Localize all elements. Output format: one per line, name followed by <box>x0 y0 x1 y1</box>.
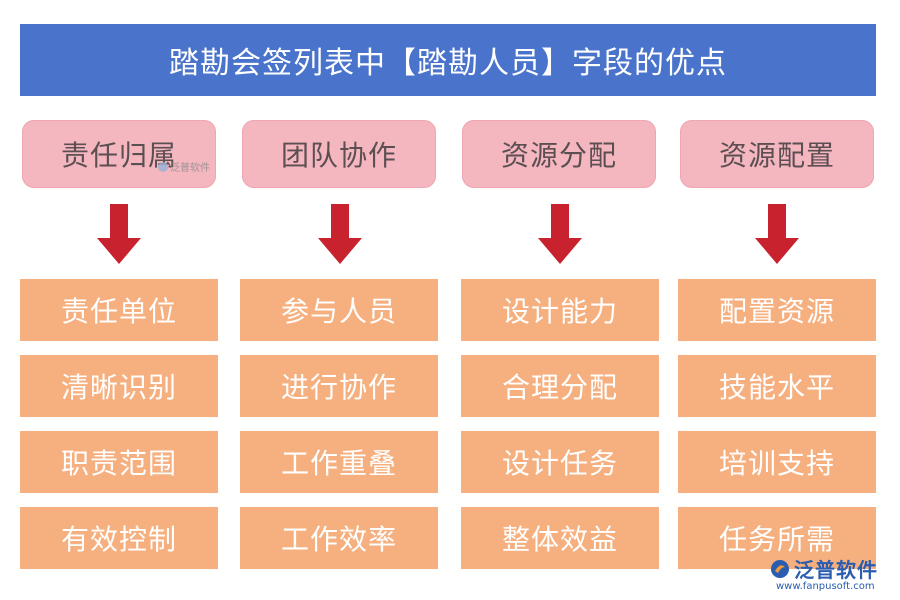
watermark-logo-icon <box>158 161 168 172</box>
item-label: 参与人员 <box>280 295 397 328</box>
item-label: 配置资源 <box>718 295 835 328</box>
item-box-4-3: 培训支持 <box>678 431 876 493</box>
header-label-2: 团队协作 <box>280 139 397 172</box>
brand-url: www.fanpusoft.com <box>776 581 875 592</box>
item-label: 设计任务 <box>501 447 618 480</box>
item-box-4-2: 技能水平 <box>678 355 876 417</box>
item-box-1-4: 有效控制 <box>20 507 218 569</box>
item-label: 工作效率 <box>280 523 397 556</box>
item-label: 责任单位 <box>60 295 177 328</box>
item-box-2-2: 进行协作 <box>240 355 438 417</box>
watermark: 泛普软件 <box>158 159 210 174</box>
item-label: 有效控制 <box>60 523 177 556</box>
item-label: 清晰识别 <box>60 371 177 404</box>
item-label: 合理分配 <box>501 371 618 404</box>
item-box-2-4: 工作效率 <box>240 507 438 569</box>
item-box-4-4: 任务所需 <box>678 507 876 569</box>
item-box-1-2: 清晰识别 <box>20 355 218 417</box>
header-label-3: 资源分配 <box>500 139 617 172</box>
item-label: 培训支持 <box>718 447 835 480</box>
header-label-4: 资源配置 <box>718 139 835 172</box>
down-arrow-icon <box>97 204 141 264</box>
item-label: 进行协作 <box>280 371 397 404</box>
item-box-3-4: 整体效益 <box>461 507 659 569</box>
header-box-2: 团队协作 <box>242 120 436 188</box>
title-text: 踏勘会签列表中【踏勘人员】字段的优点 <box>169 46 727 81</box>
down-arrow-icon <box>755 204 799 264</box>
item-box-2-1: 参与人员 <box>240 279 438 341</box>
brand-name: 泛普软件 <box>794 558 878 582</box>
item-label: 工作重叠 <box>280 447 397 480</box>
item-label: 整体效益 <box>501 523 618 556</box>
item-box-3-3: 设计任务 <box>461 431 659 493</box>
header-box-1: 责任归属 <box>22 120 216 188</box>
diagram-title: 踏勘会签列表中【踏勘人员】字段的优点 <box>20 24 876 96</box>
item-label: 设计能力 <box>501 295 618 328</box>
item-box-4-1: 配置资源 <box>678 279 876 341</box>
item-label: 任务所需 <box>718 523 835 556</box>
brand-logo-icon <box>771 559 789 578</box>
item-box-3-2: 合理分配 <box>461 355 659 417</box>
item-box-3-1: 设计能力 <box>461 279 659 341</box>
item-box-2-3: 工作重叠 <box>240 431 438 493</box>
down-arrow-icon <box>318 204 362 264</box>
item-box-1-1: 责任单位 <box>20 279 218 341</box>
down-arrow-icon <box>538 204 582 264</box>
item-box-1-3: 职责范围 <box>20 431 218 493</box>
watermark-text: 泛普软件 <box>170 163 210 174</box>
brand-logo: 泛普软件 www.fanpusoft.com <box>770 554 892 594</box>
header-box-3: 资源分配 <box>462 120 656 188</box>
header-box-4: 资源配置 <box>680 120 874 188</box>
item-label: 职责范围 <box>60 447 177 480</box>
header-label-1: 责任归属 <box>60 139 177 172</box>
item-label: 技能水平 <box>718 371 835 404</box>
